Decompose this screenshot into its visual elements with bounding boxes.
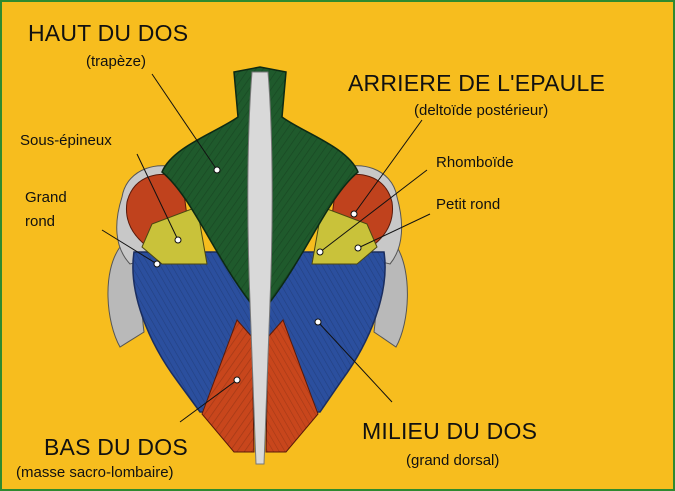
- label-grand-rond-line2: rond: [25, 213, 55, 230]
- label-arriere-epaule: ARRIERE DE L'EPAULE: [348, 70, 605, 97]
- label-grand-rond-line1: Grand: [25, 189, 67, 206]
- label-milieu-du-dos: MILIEU DU DOS: [362, 418, 537, 445]
- label-haut-du-dos: HAUT DU DOS: [28, 20, 188, 47]
- label-rhomboide: Rhomboïde: [436, 154, 514, 171]
- label-grand-dorsal: (grand dorsal): [406, 452, 499, 469]
- label-masse-sacro-lombaire: (masse sacro-lombaire): [16, 464, 174, 481]
- label-sous-epineux: Sous-épineux: [20, 132, 112, 149]
- label-petit-rond: Petit rond: [436, 196, 500, 213]
- label-bas-du-dos: BAS DU DOS: [44, 434, 188, 461]
- label-trapeze: (trapèze): [86, 53, 146, 70]
- label-deltoide-posterieur: (deltoïde postérieur): [414, 102, 548, 119]
